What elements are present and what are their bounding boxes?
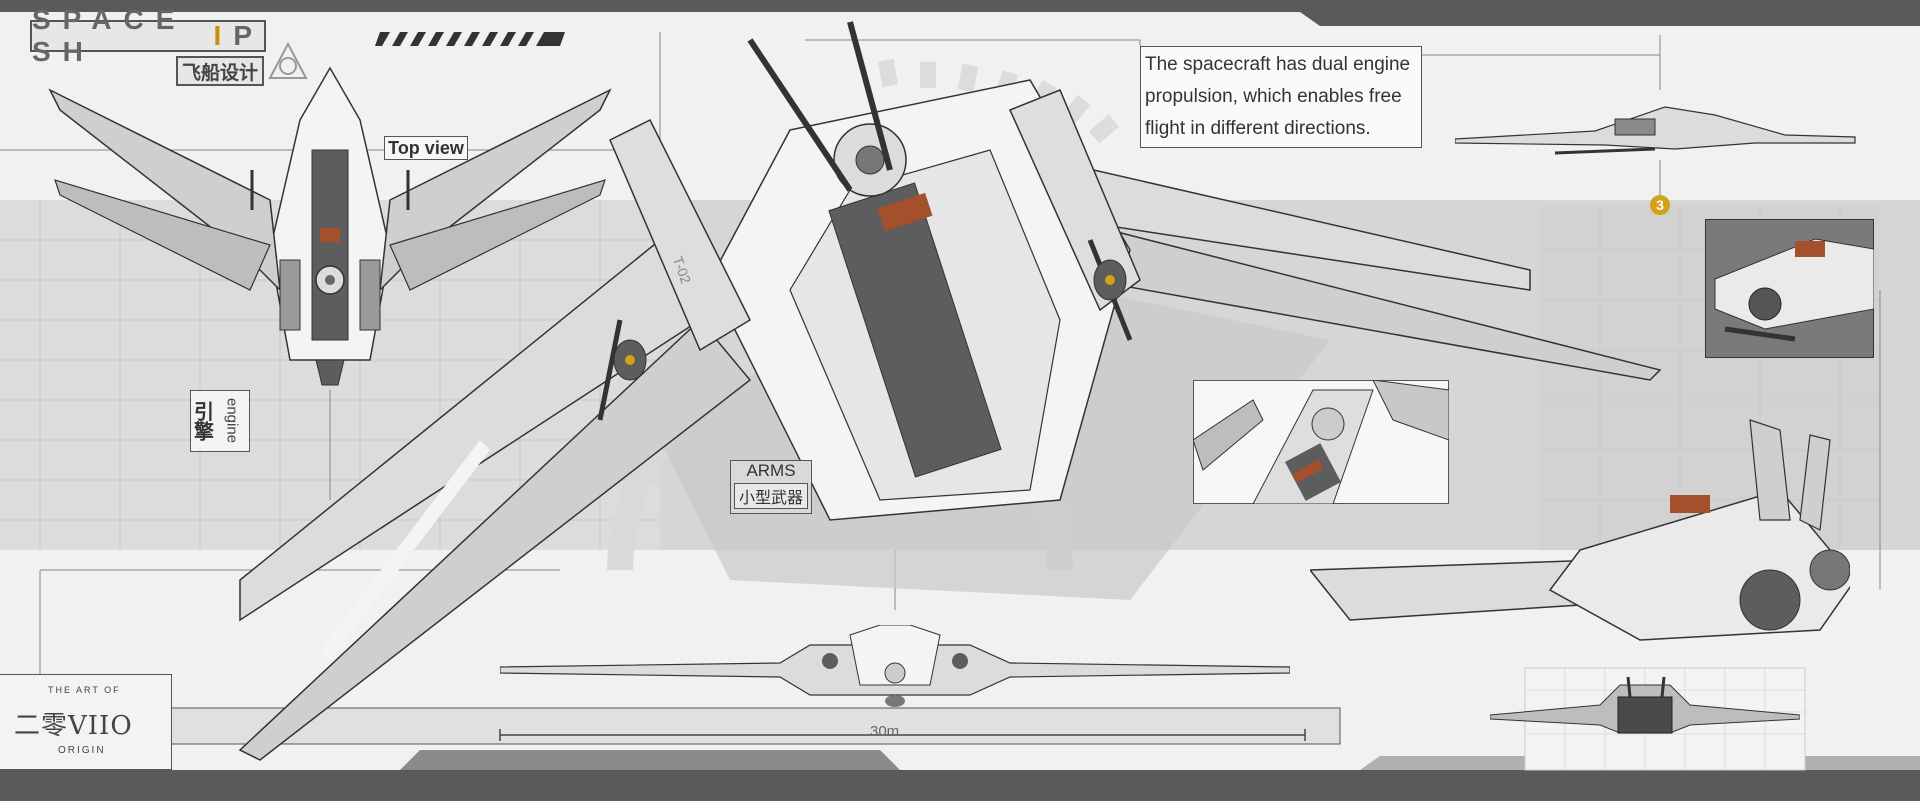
rear-orthographic-ship-drawing <box>1490 676 1800 734</box>
cockpit-detail-inset <box>1705 219 1874 358</box>
artist-logo: THE ART OF 二零VIIO ORIGIN <box>0 674 172 770</box>
title-prefix: SPACE SH <box>32 4 187 67</box>
side-view-ship-drawing <box>1455 106 1856 155</box>
top-view-ship-drawing <box>48 66 612 386</box>
rear-view-ship-drawing <box>1310 419 1850 641</box>
logo-line-3: ORIGIN <box>58 745 106 756</box>
top-view-label: Top view <box>384 136 468 160</box>
engine-label: 引擎 engine <box>190 390 250 452</box>
title-suffix: P <box>233 20 264 51</box>
description-text: The spacecraft has dual engine propulsio… <box>1140 46 1422 148</box>
engine-detail-inset <box>1193 380 1449 504</box>
logo-line-2: 二零VIIO <box>14 711 133 741</box>
logo-line-1: THE ART OF <box>48 685 121 695</box>
arms-label: ARMS 小型武器 <box>730 460 812 514</box>
engine-label-en: engine <box>223 398 241 444</box>
arms-label-zh: 小型武器 <box>733 483 808 509</box>
title-accent-letter: I <box>213 20 234 51</box>
engine-label-zh: 引擎 <box>190 401 215 441</box>
scale-label: 30m <box>870 723 900 740</box>
callout-number-badge: 3 <box>1650 195 1670 215</box>
page-subtitle: 飞船设计 <box>176 56 264 86</box>
main-perspective-ship-drawing <box>238 21 1662 761</box>
front-view-ship-drawing <box>500 625 1290 707</box>
arms-label-en: ARMS <box>746 461 796 480</box>
